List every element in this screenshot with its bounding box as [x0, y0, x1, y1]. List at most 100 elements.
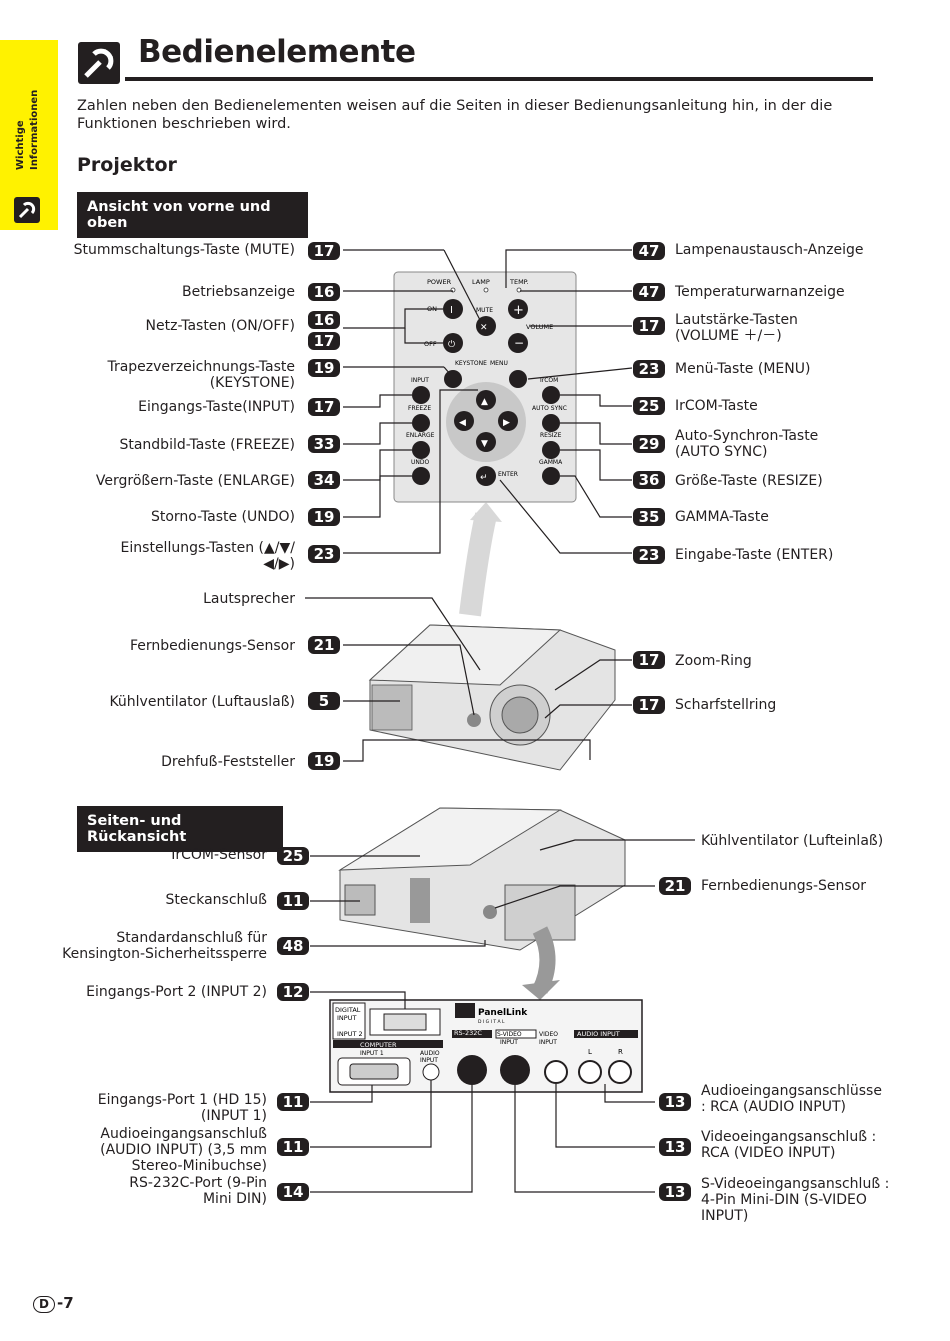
label-undo: Storno-Taste (UNDO) [150, 509, 295, 525]
label-autosync: Auto-Synchron-Taste (AUTO SYNC) [675, 428, 819, 460]
footer-page: -7 [57, 1294, 74, 1312]
page-badge: 48 [277, 937, 309, 955]
tool-icon [14, 197, 40, 223]
tool-icon [78, 42, 120, 84]
page-badge: 19 [308, 508, 340, 526]
page-badge: 17 [633, 696, 665, 714]
label-mute: Stummschaltungs-Taste (MUTE) [73, 242, 295, 258]
svg-text:POWER: POWER [427, 278, 452, 286]
label-video-rca: Videoeingangsanschluß : RCA (VIDEO INPUT… [701, 1129, 877, 1161]
label-fan-exhaust: Kühlventilator (Luftauslaß) [109, 694, 295, 710]
section-title: Projektor [77, 154, 177, 176]
svg-text:▶: ▶ [503, 418, 510, 428]
svg-text:+: + [513, 303, 524, 318]
page-badge: 35 [633, 508, 665, 526]
page-number: D-7 [33, 1294, 74, 1313]
svg-text:↵: ↵ [480, 473, 488, 483]
svg-text:OFF: OFF [424, 340, 437, 348]
svg-text:R: R [618, 1048, 623, 1056]
page-badge: 11 [277, 1093, 309, 1111]
page-badge: 11 [277, 892, 309, 910]
label-svideo: S-Videoeingangsanschluß : 4-Pin Mini-DIN… [701, 1176, 890, 1224]
svg-text:−: − [514, 336, 524, 350]
svg-text:⏻: ⏻ [448, 339, 455, 350]
page-badge: 19 [308, 752, 340, 770]
page-badge: 23 [308, 545, 340, 563]
page-badge: 34 [308, 471, 340, 489]
label-ircom: IrCOM-Taste [675, 398, 758, 414]
svg-text:VOLUME: VOLUME [526, 323, 553, 331]
label-input2-port: Eingangs-Port 2 (INPUT 2) [86, 984, 267, 1000]
back-diagram: DIGITAL INPUT INPUT 2 PanelLink D I G I … [310, 807, 695, 1193]
svg-text:INPUT 2: INPUT 2 [337, 1030, 363, 1038]
page-badge: 47 [633, 283, 665, 301]
page-badge: 21 [308, 636, 340, 654]
side-tab-text: Wichtige Informationen [15, 89, 40, 170]
label-volume: Lautstärke-Tasten (VOLUME ＋/－) [675, 312, 798, 344]
page-badge: 13 [659, 1183, 691, 1201]
svg-text:MUTE: MUTE [476, 307, 493, 314]
page-badge: 17 [308, 242, 340, 260]
label-ac-socket: Steckanschluß [165, 892, 267, 908]
label-audio-input-jack: Audioeingangsanschluß (AUDIO INPUT) (3,5… [100, 1126, 267, 1174]
svg-text:▲: ▲ [481, 397, 488, 407]
svg-text:TEMP.: TEMP. [509, 278, 529, 286]
svg-text:MENU: MENU [490, 360, 508, 367]
page-badge: 16 [308, 311, 340, 329]
page-badge: 5 [308, 692, 340, 710]
page-badge: 13 [659, 1093, 691, 1111]
page-badge: 36 [633, 471, 665, 489]
label-rs232c: RS-232C-Port (9-Pin Mini DIN) [129, 1175, 267, 1207]
label-keystone: Trapezverzeichnungs-Taste (KEYSTONE) [107, 359, 295, 391]
svg-text:COMPUTER: COMPUTER [360, 1041, 397, 1049]
svg-text:LAMP: LAMP [472, 278, 490, 286]
label-power-indicator: Betriebsanzeige [182, 284, 295, 300]
svg-text:INPUT: INPUT [539, 1039, 557, 1046]
page-badge: 13 [659, 1138, 691, 1156]
label-lamp-indicator: Lampenaustausch-Anzeige [675, 242, 864, 258]
svg-text:INPUT: INPUT [411, 377, 429, 384]
svg-text:◀: ◀ [459, 418, 466, 428]
page-badge: 25 [633, 397, 665, 415]
svg-text:DIGITAL: DIGITAL [335, 1006, 361, 1014]
svg-text:RS-232C: RS-232C [454, 1029, 482, 1037]
page-badge: 23 [633, 546, 665, 564]
label-remote-sensor-rear: Fernbedienungs-Sensor [701, 878, 867, 894]
svg-text:VIDEO: VIDEO [539, 1031, 558, 1038]
page-badge: 11 [277, 1138, 309, 1156]
svg-text:AUTO SYNC: AUTO SYNC [532, 405, 567, 412]
section-band-back: Seiten- und Rückansicht [77, 806, 283, 852]
page-badge: 19 [308, 359, 340, 377]
svg-text:I: I [450, 305, 453, 316]
svg-text:✕: ✕ [480, 323, 488, 333]
label-resize: Größe-Taste (RESIZE) [675, 473, 823, 489]
section-band-front: Ansicht von vorne und oben [77, 192, 308, 238]
page-badge: 17 [308, 398, 340, 416]
page-badge: 17 [633, 651, 665, 669]
page-badge: 21 [659, 877, 691, 895]
page-badge: 47 [633, 242, 665, 260]
page-badge: 17 [633, 317, 665, 335]
svg-text:ENLARGE: ENLARGE [406, 432, 435, 439]
label-kensington: Standardanschluß für Kensington-Sicherhe… [62, 930, 267, 962]
svg-text:INPUT: INPUT [420, 1057, 438, 1064]
title-rule [125, 77, 873, 81]
label-temp-indicator: Temperaturwarnanzeige [675, 284, 845, 300]
svg-text:ENTER: ENTER [498, 471, 518, 478]
label-zoom: Zoom-Ring [675, 653, 752, 669]
svg-text:UNDO: UNDO [411, 459, 430, 466]
page-badge: 23 [633, 360, 665, 378]
svg-text:IrCOM: IrCOM [540, 377, 558, 384]
label-freeze: Standbild-Taste (FREEZE) [119, 437, 295, 453]
label-audio-rca: Audioeingangsanschlüsse : RCA (AUDIO INP… [701, 1083, 882, 1115]
svg-text:GAMMA: GAMMA [539, 459, 563, 466]
svg-text:S-VIDEO: S-VIDEO [497, 1031, 522, 1038]
page-badge: 17 [308, 332, 340, 350]
svg-text:PanelLink: PanelLink [478, 1008, 528, 1018]
svg-text:RESIZE: RESIZE [540, 432, 562, 439]
svg-text:AUDIO INPUT: AUDIO INPUT [577, 1030, 620, 1038]
page-badge: 12 [277, 983, 309, 1001]
footer-letter: D [33, 1296, 55, 1313]
label-input1-port: Eingangs-Port 1 (HD 15) (INPUT 1) [97, 1092, 267, 1124]
page-badge: 25 [277, 847, 309, 865]
